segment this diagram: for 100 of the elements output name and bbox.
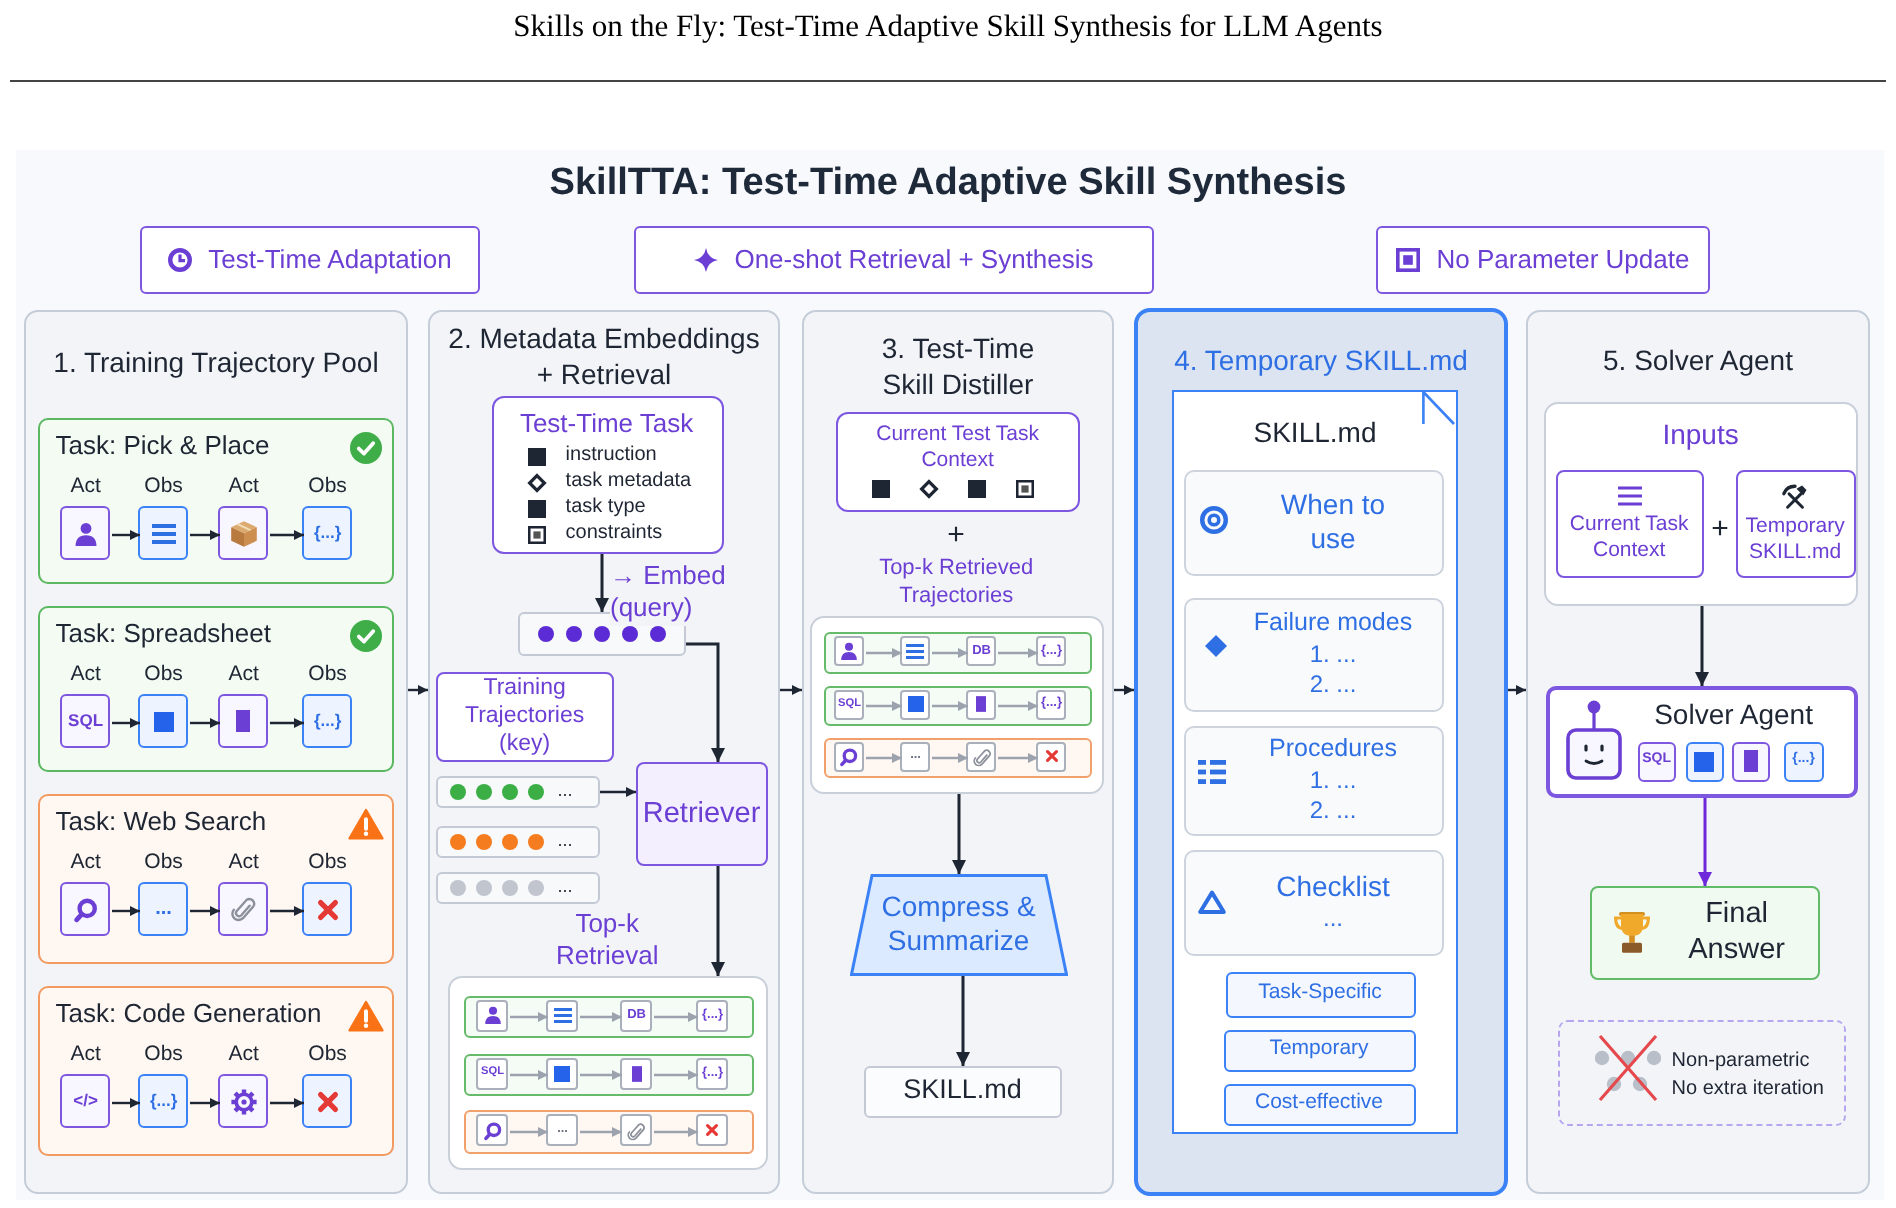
arrow xyxy=(866,648,902,658)
plus-sign: + xyxy=(945,518,967,556)
step-text: {...} xyxy=(313,522,342,545)
trajectory-row xyxy=(463,995,754,1038)
arrow xyxy=(190,718,220,728)
step-chip xyxy=(620,999,653,1032)
arrow xyxy=(112,530,140,540)
step-box xyxy=(138,506,189,561)
document-page xyxy=(1172,390,1458,1134)
arrow xyxy=(1114,685,1134,695)
arrow xyxy=(654,1012,698,1022)
tag-text: Temporary xyxy=(1269,1036,1369,1064)
arrow xyxy=(270,718,304,728)
card-text: Current Test Task Context xyxy=(874,421,1041,475)
arrow xyxy=(580,1070,622,1080)
arrow xyxy=(112,718,140,728)
arrow xyxy=(654,1070,698,1080)
section-text: ... xyxy=(1322,904,1343,935)
step-label: Obs xyxy=(306,662,349,689)
arrow xyxy=(190,906,220,916)
arrow xyxy=(112,1098,140,1108)
section-card xyxy=(1183,725,1443,835)
step-chip xyxy=(1036,689,1067,720)
trajectory-row xyxy=(823,685,1092,726)
property-tag xyxy=(1223,1083,1415,1125)
step-box xyxy=(60,882,111,937)
property-tag xyxy=(1223,1029,1415,1071)
document-title: SKILL.md xyxy=(1253,416,1377,451)
task-card xyxy=(37,417,394,584)
key-vector xyxy=(435,775,600,808)
arrow xyxy=(1508,685,1526,695)
step-text: ... xyxy=(155,897,172,923)
tag-text: Test-Time Adaptation xyxy=(208,243,452,277)
step-label: Obs xyxy=(306,1042,349,1069)
ellipsis-text: ... xyxy=(557,830,573,853)
frame-heading: Inputs xyxy=(1662,417,1739,453)
panel-title: 2. Metadata Embeddings + Retrieval xyxy=(446,322,762,392)
arrow xyxy=(270,1098,304,1108)
task-title: Task: Code Generation xyxy=(55,997,322,1031)
panel-title: 3. Test-Time Skill Distiller xyxy=(879,332,1037,402)
step-text: {...} xyxy=(149,1090,178,1113)
step-chip xyxy=(476,999,509,1032)
step-chip xyxy=(966,689,997,720)
step-box xyxy=(138,694,189,749)
trajectory-row xyxy=(463,1109,754,1154)
arrow xyxy=(998,701,1038,711)
step-chip xyxy=(696,1114,729,1147)
section-text: 2. ... xyxy=(1309,795,1357,826)
trajectory-row xyxy=(823,737,1092,778)
section-text: Failure modes xyxy=(1253,608,1413,640)
query-card xyxy=(491,395,724,554)
step-chip xyxy=(546,1057,579,1090)
tool-chip xyxy=(1685,741,1724,782)
file-box xyxy=(863,1065,1062,1118)
card-text: Current Task Context xyxy=(1567,511,1691,565)
step-chip xyxy=(966,636,997,667)
section-text: 1. ... xyxy=(1309,639,1357,670)
tag-text: No Parameter Update xyxy=(1436,243,1690,277)
step-box xyxy=(218,882,269,937)
arrow xyxy=(780,685,802,695)
step-label: Act xyxy=(68,662,103,689)
stage-panel xyxy=(1134,308,1508,1196)
step-label: Act xyxy=(68,474,103,501)
ellipsis-text: ... xyxy=(557,876,573,899)
card-text: Temporary SKILL.md xyxy=(1743,513,1847,567)
step-text: {...} xyxy=(313,710,342,733)
step-box xyxy=(60,694,111,749)
step-box xyxy=(218,1074,269,1129)
stage-panel xyxy=(1526,310,1870,1194)
section-text: 2. ... xyxy=(1309,669,1357,700)
section-card xyxy=(1183,469,1443,575)
agent-box xyxy=(1545,685,1858,798)
step-box xyxy=(60,506,111,561)
trajectory-row xyxy=(823,631,1092,674)
list-item: constraints xyxy=(565,521,665,547)
arrow xyxy=(580,1127,622,1137)
task-card xyxy=(37,985,394,1156)
task-card xyxy=(37,793,394,964)
arrow xyxy=(510,1070,548,1080)
arrow xyxy=(1698,798,1712,886)
arrow xyxy=(1695,606,1709,686)
list-item: task type xyxy=(565,495,648,521)
tool-chip xyxy=(1731,741,1770,782)
section-text: Checklist xyxy=(1276,869,1390,905)
step-label: Obs xyxy=(306,850,349,877)
arrow xyxy=(595,554,609,612)
arrow xyxy=(866,753,902,763)
arrow xyxy=(190,1098,220,1108)
step-box xyxy=(138,1074,189,1129)
step-chip xyxy=(834,689,865,720)
arrow xyxy=(998,648,1038,658)
page-header: Skills on the Fly: Test-Time Adaptive Skill Synthesis for LLM Agents xyxy=(511,8,1385,47)
tag-text: One-shot Retrieval + Synthesis xyxy=(734,243,1094,277)
inputs-frame xyxy=(1543,401,1858,606)
step-box xyxy=(218,694,269,749)
step-box xyxy=(138,882,189,937)
step-chip xyxy=(834,636,865,667)
step-label: Obs xyxy=(306,474,349,501)
step-box xyxy=(218,506,269,561)
step-chip xyxy=(900,741,931,772)
